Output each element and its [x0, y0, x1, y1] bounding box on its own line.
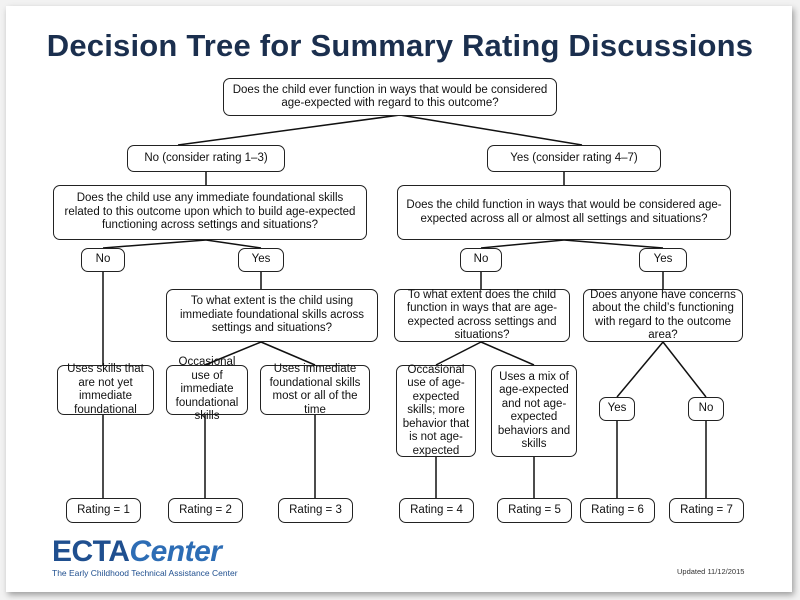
description-most-foundational: Uses immediate foundational skills most …	[260, 363, 370, 416]
updated-date: Updated 11/12/2015	[677, 567, 745, 576]
description-mix-behaviors: Uses a mix of age-expected and not age-e…	[491, 365, 577, 457]
concerns-question: Does anyone have concerns about the chil…	[583, 289, 743, 342]
foundational-skills-question: Does the child use any immediate foundat…	[53, 185, 367, 240]
ecta-center-logo: ECTACenter The Early Childhood Technical…	[52, 537, 238, 579]
rating-7: Rating = 7	[669, 498, 744, 523]
description-occasional-foundational: Occasional use of immediate foundational…	[166, 356, 248, 422]
rating-1: Rating = 1	[66, 498, 141, 523]
extent-foundational-question: To what extent is the child using immedi…	[166, 289, 378, 342]
no-branch-label: No (consider rating 1–3)	[127, 145, 285, 172]
yes-answer-concerns: Yes	[599, 397, 635, 421]
logo-center: Center	[129, 535, 222, 568]
no-answer-concerns: No	[688, 397, 724, 421]
root-question: Does the child ever function in ways tha…	[223, 78, 557, 116]
yes-answer-settings: Yes	[639, 248, 687, 272]
logo-wordmark: ECTACenter	[52, 537, 238, 567]
extent-age-expected-question: To what extent does the child function i…	[394, 289, 570, 342]
rating-3: Rating = 3	[278, 498, 353, 523]
no-answer-foundational: No	[81, 248, 125, 272]
rating-6: Rating = 6	[580, 498, 655, 523]
all-settings-question: Does the child function in ways that wou…	[397, 185, 731, 240]
no-answer-settings: No	[460, 248, 502, 272]
logo-ecta: ECTA	[52, 535, 130, 568]
rating-2: Rating = 2	[168, 498, 243, 523]
page-title: Decision Tree for Summary Rating Discuss…	[46, 28, 754, 63]
yes-answer-foundational: Yes	[238, 248, 284, 272]
description-occasional-age-expected: Occasional use of age-expected skills; m…	[396, 364, 476, 457]
rating-4: Rating = 4	[399, 498, 474, 523]
description-not-yet-foundational: Uses skills that are not yet immediate f…	[57, 363, 154, 416]
logo-subtitle: The Early Childhood Technical Assistance…	[52, 568, 238, 578]
rating-5: Rating = 5	[497, 498, 572, 523]
yes-branch-label: Yes (consider rating 4–7)	[487, 145, 661, 172]
